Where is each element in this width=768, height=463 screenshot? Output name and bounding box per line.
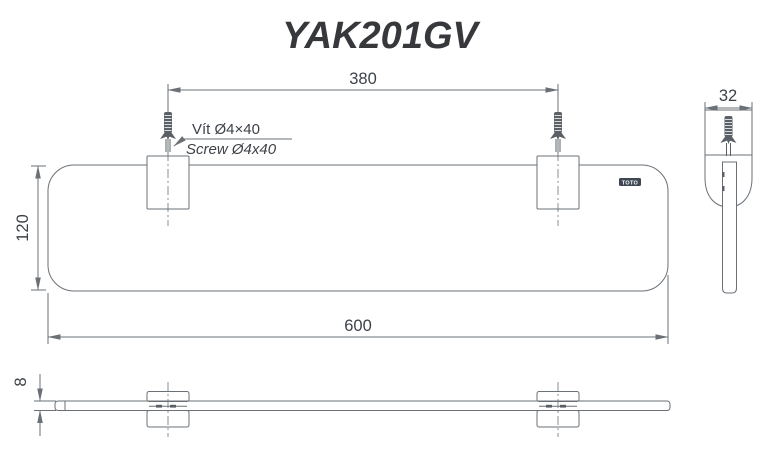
page-title: YAK201GV xyxy=(282,15,480,57)
side-view: 32 xyxy=(704,87,753,294)
side-screw-tip-1 xyxy=(722,172,725,177)
dim-600: 600 xyxy=(47,275,669,344)
front-right-screw-mark-1 xyxy=(546,404,552,408)
screw-note-vi: Vít Ø4×40 xyxy=(192,121,260,138)
side-screw-tip-2 xyxy=(722,186,725,191)
dim-380-label: 380 xyxy=(349,70,377,88)
front-view: 8 xyxy=(12,374,671,437)
toto-logo-text: TOTO xyxy=(622,180,639,186)
toto-logo-plate xyxy=(619,178,641,186)
dim-380: 380 xyxy=(167,70,559,93)
front-right-bracket-lower xyxy=(536,410,580,428)
front-left-bracket-lower xyxy=(146,410,190,428)
side-glass-edge xyxy=(722,161,737,294)
dim-8-label: 8 xyxy=(12,377,30,386)
front-left-bracket xyxy=(146,382,190,437)
dim-32: 32 xyxy=(704,87,753,111)
dim-120: 120 xyxy=(14,165,46,291)
front-left-screw-mark-2 xyxy=(170,404,176,408)
screw-note-leader xyxy=(173,136,292,147)
screw-note-en: Screw Ø4x40 xyxy=(186,141,277,158)
dim-600-label: 600 xyxy=(344,317,372,335)
dim-8: 8 xyxy=(12,374,56,436)
dim-120-label: 120 xyxy=(14,214,32,242)
dim-32-label: 32 xyxy=(719,87,737,105)
screw-note: Vít Ø4×40 Screw Ø4x40 xyxy=(173,121,292,158)
toto-logo: TOTO xyxy=(619,178,641,186)
front-right-bracket xyxy=(536,382,580,437)
front-right-screw-mark-2 xyxy=(560,404,566,408)
front-left-screw-mark-1 xyxy=(156,404,162,408)
glass-shelf-outline xyxy=(47,164,669,292)
plan-view: TOTO 380 120 600 Vít Ø4×40 Screw Ø4x40 xyxy=(14,70,669,344)
front-glass-plate xyxy=(54,400,671,411)
